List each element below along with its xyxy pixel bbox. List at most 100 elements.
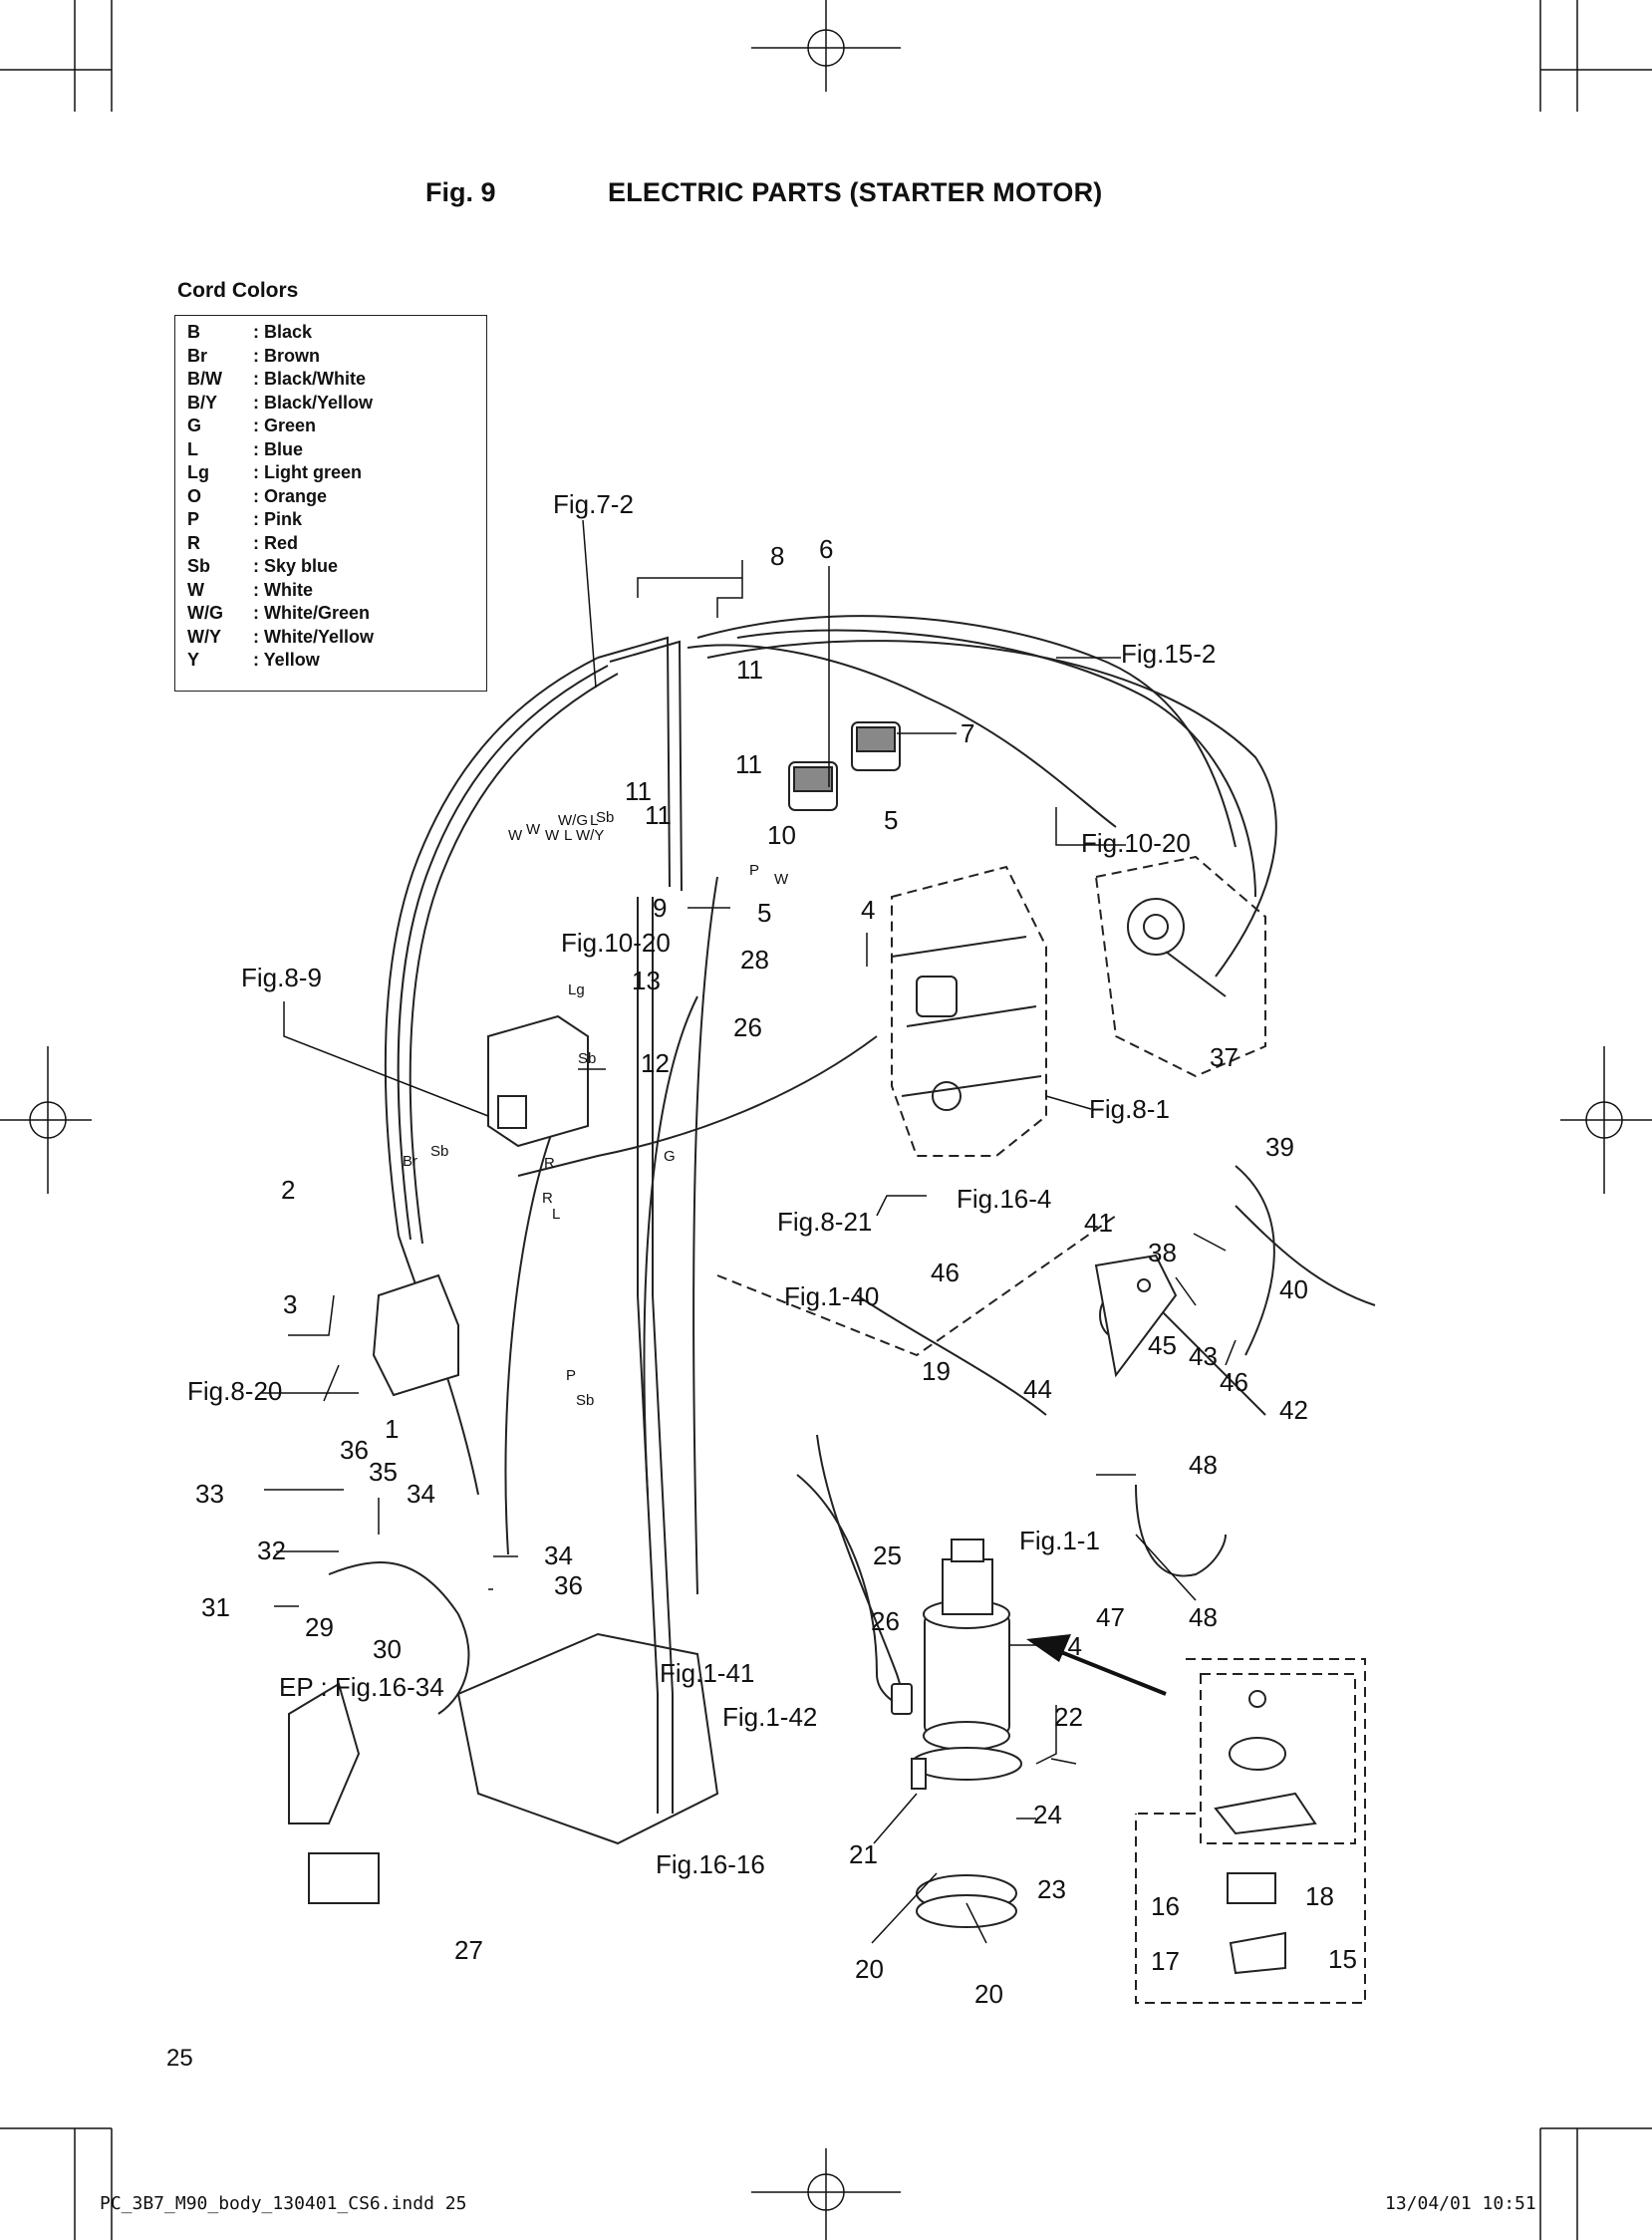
figure-number: Fig. 9 (425, 177, 496, 207)
part-number-label: 11 (645, 800, 672, 830)
wire-tag: W (545, 827, 560, 844)
wire-tag: R (542, 1190, 553, 1207)
tilt-bracket (1094, 1254, 1178, 1378)
registration-mark-right (1560, 1046, 1652, 1194)
legend-color-name: : Light green (253, 462, 362, 482)
callout-fig-1-1: Fig.1-1 (1019, 1526, 1100, 1555)
part-numbers: 1 2 3 4 5 5 6 7 8 9 10 11 11 11 11 12 13… (195, 534, 1357, 2009)
legend-color-name: : Blue (253, 438, 304, 459)
part-number-label: 5 (757, 898, 771, 928)
wire-tag: Lg (568, 981, 585, 998)
legend-code: W/Y (187, 626, 221, 647)
part-number-label: 20 (974, 1979, 1003, 2009)
detail-arrowhead (1026, 1634, 1071, 1662)
callout-fig-15-2: Fig.15-2 (1121, 639, 1216, 669)
cord-colors-heading: Cord Colors (177, 279, 299, 302)
part-number-label: 12 (641, 1048, 670, 1078)
callout-ep-fig-16-34: EP : Fig.16-34 (279, 1672, 444, 1702)
part-number-label: 30 (373, 1634, 402, 1664)
legend-color-name: : Black (253, 322, 313, 342)
part-number-label: 22 (1054, 1702, 1083, 1732)
wiring-harness (328, 615, 1376, 1814)
callout-fig-1-40: Fig.1-40 (784, 1281, 879, 1311)
part-number-label: 8 (770, 541, 784, 571)
callout-fig-16-4: Fig.16-4 (957, 1184, 1051, 1214)
part-number-label: 10 (767, 820, 796, 850)
legend-color-name: : Red (253, 532, 298, 553)
legend-color-name: : Black/White (253, 369, 367, 389)
legend-code: Sb (187, 556, 211, 576)
legend-color-name: : Orange (253, 485, 328, 506)
legend-color-name: : Yellow (253, 650, 320, 670)
starter-motor (923, 1539, 1010, 1751)
part-number-label: 43 (1189, 1341, 1218, 1371)
part-number-label: 32 (257, 1536, 286, 1565)
part-number-label: 29 (305, 1612, 334, 1642)
part-number-label: 7 (961, 718, 974, 748)
callout-fig-1-42: Fig.1-42 (722, 1702, 817, 1732)
part-number-label: 27 (454, 1935, 483, 1965)
starter-cable (796, 1474, 913, 1715)
part-number-label: 33 (195, 1479, 224, 1509)
figure-references: Fig.7-2 Fig.15-2 Fig.10-20 Fig.10-20 Fig… (187, 489, 1216, 1879)
callout-fig-8-21: Fig.8-21 (777, 1207, 872, 1237)
part-number-label: 17 (1151, 1946, 1180, 1976)
callout-fig-8-9: Fig.8-9 (241, 963, 322, 992)
registration-mark-left (0, 1046, 92, 1194)
legend-code: B (187, 322, 200, 342)
part-number-label: 24 (1033, 1800, 1062, 1829)
part-number-label: 36 (554, 1570, 583, 1600)
cord-colors-legend: B: Black Br: Brown B/W: Black/White B/Y:… (174, 315, 487, 692)
legend-color-name: : White (253, 579, 313, 600)
legend-color-name: : Green (253, 416, 317, 435)
wire-tag: L (552, 1206, 560, 1223)
part-number-label: 35 (369, 1457, 398, 1487)
main-harness-outline (456, 1215, 1117, 1845)
part-number-label: 14 (1053, 1631, 1082, 1661)
wire-tag: P (566, 1367, 576, 1384)
legend-color-name: : White/Green (253, 603, 371, 623)
part-number-label: 19 (922, 1356, 951, 1386)
callout-fig-7-2: Fig.7-2 (553, 489, 634, 519)
wire-tag: R (544, 1155, 555, 1172)
part-number-label: 28 (740, 945, 769, 975)
brush-holder-inset (1135, 1658, 1366, 2004)
part-number-label: 48 (1189, 1602, 1218, 1632)
wire-tag: Sb (578, 1050, 596, 1067)
part-number-label: 5 (884, 805, 898, 835)
part-number-label: 48 (1189, 1450, 1218, 1480)
page-title: ELECTRIC PARTS (STARTER MOTOR) (608, 177, 1103, 207)
part-number-label: 44 (1023, 1374, 1052, 1404)
legend-code: L (187, 438, 198, 459)
part-number-label: 34 (407, 1479, 435, 1509)
part-number-label: 37 (1210, 1042, 1239, 1072)
callout-fig-10-20: Fig.10-20 (561, 928, 671, 958)
wire-color-tags: W W W W/G L Sb W/Y L P W Lg Sb Br Sb G R… (403, 809, 789, 1409)
legend-code: O (187, 485, 202, 506)
registration-mark-bottom (751, 2148, 901, 2240)
wire-tag: Br (403, 1153, 417, 1170)
leader-lines (261, 519, 1237, 1944)
part-number-label: 41 (1084, 1208, 1113, 1238)
part-number-label: 11 (625, 776, 652, 806)
part-number-label: 40 (1279, 1274, 1308, 1304)
part-number-label: 21 (849, 1839, 878, 1869)
part-number-label: 16 (1151, 1891, 1180, 1921)
part-number-label: 11 (735, 749, 762, 779)
part-number-label: 1 (385, 1414, 399, 1444)
wire-tag: P (749, 862, 759, 879)
engine-block-outline (891, 855, 1266, 1157)
callout-fig-16-16: Fig.16-16 (656, 1849, 765, 1879)
part-number-label: 34 (544, 1540, 573, 1570)
footer-filename: PC_3B7_M90_body_130401_CS6.indd 25 (100, 2193, 467, 2214)
part-number-label: 26 (733, 1012, 762, 1042)
part-number-label: 18 (1305, 1881, 1334, 1911)
part-number-label: 3 (283, 1289, 297, 1319)
legend-code: W/G (187, 603, 223, 623)
wire-tag: W (508, 827, 523, 844)
part-number-label: 20 (855, 1954, 884, 1984)
legend-color-name: : Sky blue (253, 556, 339, 576)
part-number-label: 13 (632, 966, 661, 995)
relay-box (487, 1014, 589, 1148)
